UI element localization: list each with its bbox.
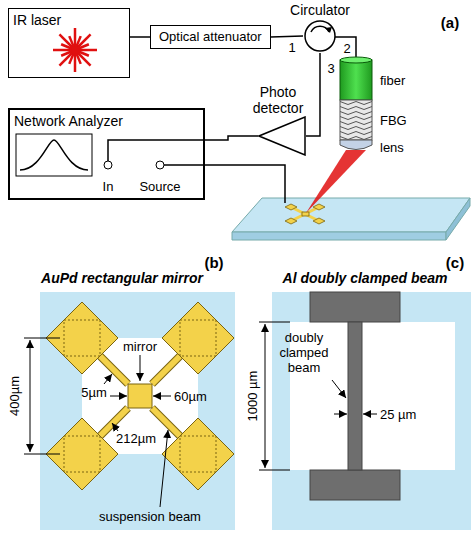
panel-label: (c) <box>446 255 464 270</box>
label-text: 3 <box>327 61 334 76</box>
fiber-top <box>340 57 372 63</box>
resonance-curve <box>20 140 88 170</box>
node-label: IR laser <box>9 9 129 28</box>
clamp-bottom <box>310 470 400 500</box>
dimension: 400µm <box>7 376 22 416</box>
label-text: suspension beam <box>99 509 201 524</box>
attenuator-box: Optical attenuator <box>150 25 271 49</box>
clamp-top <box>310 292 400 322</box>
node-label: Circulator <box>280 1 360 19</box>
signal-wire <box>271 36 303 37</box>
part-name: suspension beam <box>99 509 201 524</box>
label-text: 212µm <box>116 431 156 446</box>
port-number: 2 <box>343 41 350 56</box>
label-text: 25 µm <box>380 407 416 422</box>
label-text: 2 <box>343 41 350 56</box>
label-text: (c) <box>446 254 464 271</box>
photodetector: Photo detector <box>246 84 310 156</box>
anchor-pads <box>46 302 234 490</box>
analyzer-screen <box>16 134 92 176</box>
panel-label: (b) <box>204 255 223 270</box>
label-text: doubly clamped beam <box>279 330 328 375</box>
amplifier-triangle <box>258 116 306 156</box>
source-port <box>156 161 164 169</box>
substrate-front <box>232 232 446 240</box>
dimension: 212µm <box>116 431 156 446</box>
panel-title: Al doubly clamped beam <box>283 271 448 286</box>
beam <box>348 322 362 470</box>
source-wire <box>164 165 285 203</box>
laser-box: IR laser <box>8 8 130 78</box>
laser-beam <box>306 150 366 213</box>
dimension: 1000 µm <box>245 371 260 422</box>
signal-wire <box>130 36 150 38</box>
fbg <box>340 100 372 140</box>
label-text: 1 <box>288 40 295 55</box>
substrate <box>232 198 470 232</box>
label-text: Al doubly clamped beam <box>283 270 448 286</box>
pad-outlines <box>64 320 216 472</box>
port-name: In <box>103 179 114 194</box>
panel-title: AuPd rectangular mirror <box>41 271 203 286</box>
device <box>285 204 325 224</box>
port-name: Source <box>139 179 180 194</box>
mirror <box>128 384 152 408</box>
substrate-c <box>272 292 471 530</box>
label-text: 400µm <box>7 376 22 416</box>
part-name: doubly clamped beam <box>266 330 342 375</box>
label-text: Source <box>139 179 180 194</box>
laser-core <box>71 46 79 54</box>
signal-wire <box>205 136 258 140</box>
in-port <box>104 161 112 169</box>
laser-star <box>53 28 97 72</box>
label-text: AuPd rectangular mirror <box>41 270 203 286</box>
lens <box>340 140 372 150</box>
label-text: mirror <box>123 339 157 354</box>
label-text: (b) <box>204 254 223 271</box>
circulator-symbol <box>303 19 337 53</box>
port-number: 3 <box>327 61 334 76</box>
label-text: In <box>103 179 114 194</box>
label-text: 5µm <box>81 385 107 400</box>
dimension: 5µm <box>81 385 107 400</box>
substrate-b <box>40 292 235 530</box>
label-text: fiber <box>380 73 405 88</box>
part-name: lens <box>380 140 404 155</box>
in-wire <box>108 140 205 161</box>
dimension: 60µm <box>174 389 207 404</box>
dimension-lines-b <box>24 338 171 507</box>
port-number: 1 <box>288 40 295 55</box>
fiber <box>340 60 372 100</box>
dimension-lines-c <box>259 322 377 470</box>
label-text: FBG <box>380 113 407 128</box>
signal-wire <box>306 53 320 136</box>
label-text: 1000 µm <box>245 371 260 422</box>
label-text: (a) <box>441 14 459 31</box>
node-label: Optical attenuator <box>159 29 262 45</box>
node-label: Network Analyzer <box>10 110 203 129</box>
substrate-side <box>446 198 470 240</box>
dimension: 25 µm <box>380 407 416 422</box>
node-label: Photo detector <box>246 84 310 116</box>
part-name: mirror <box>123 339 157 354</box>
label-text: lens <box>380 140 404 155</box>
panel-label: (a) <box>441 15 459 30</box>
part-name: fiber <box>380 73 405 88</box>
label-text: 60µm <box>174 389 207 404</box>
part-name: FBG <box>380 113 407 128</box>
